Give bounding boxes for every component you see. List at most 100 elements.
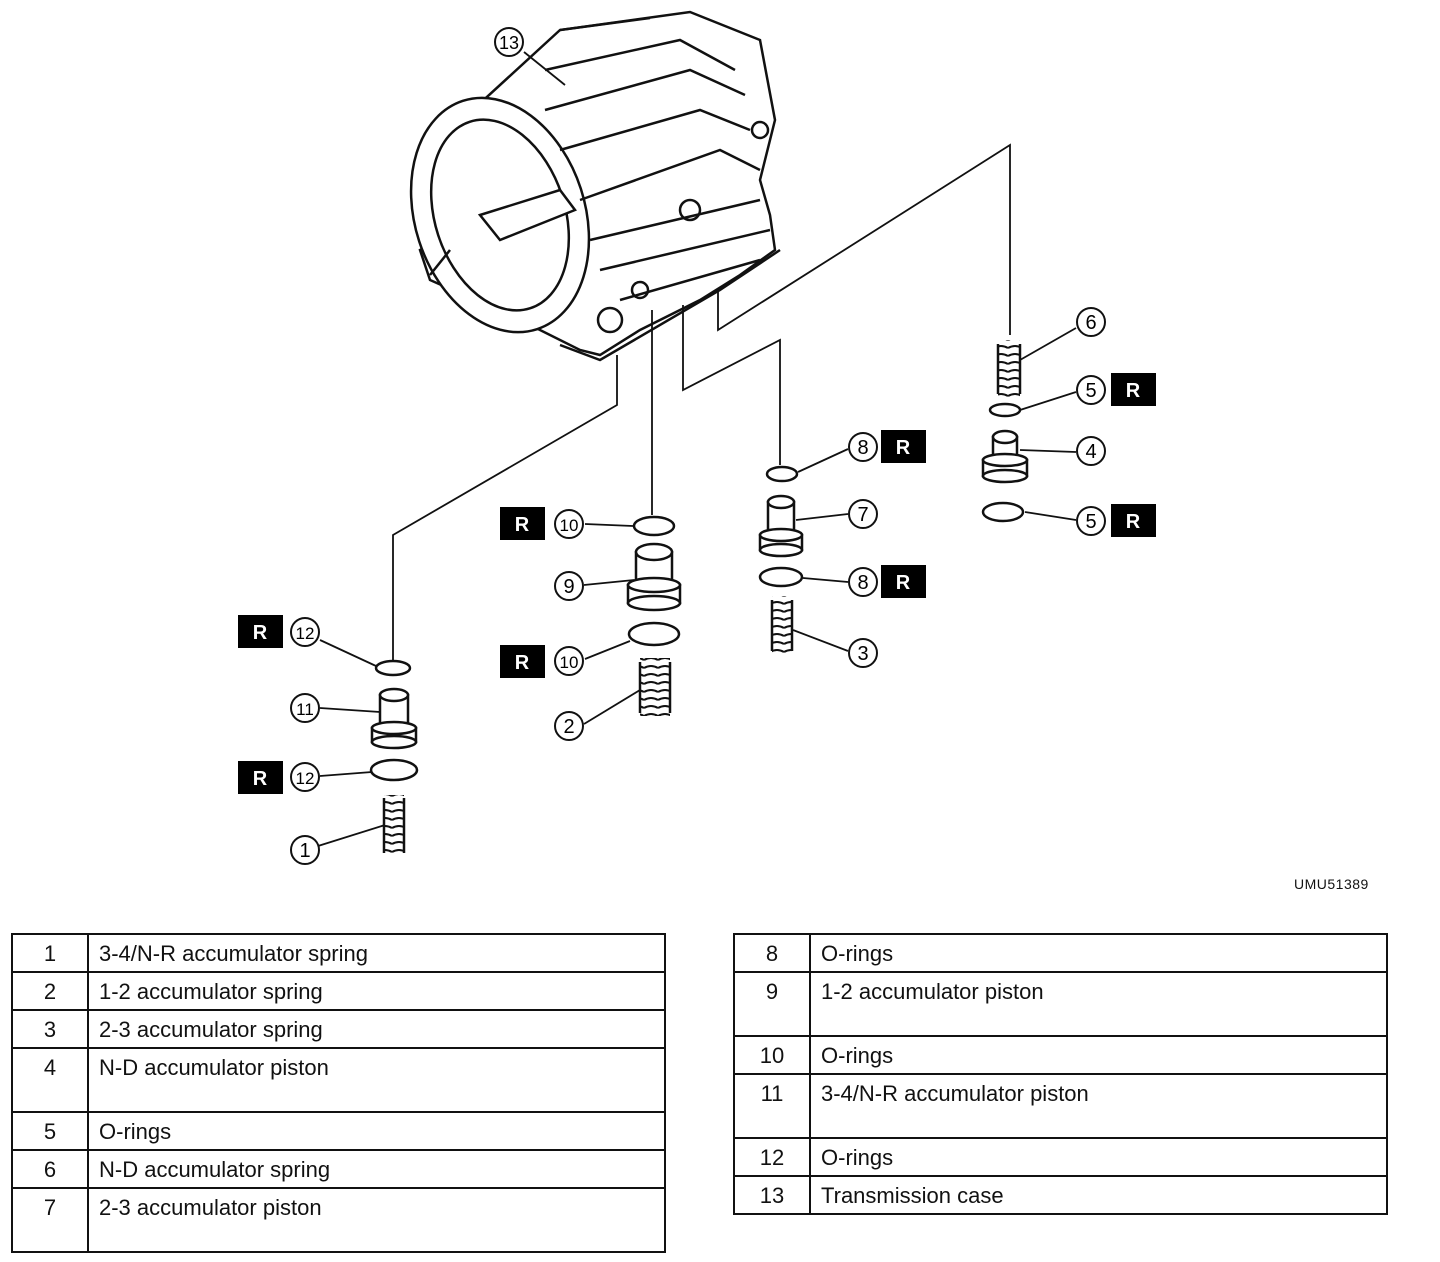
callout-10-bottom: 10: [554, 646, 584, 676]
r-badge-8-bottom: R: [881, 565, 926, 598]
svg-text:8: 8: [857, 572, 868, 594]
svg-text:5: 5: [1085, 511, 1096, 533]
legend-desc: 1-2 accumulator piston: [809, 971, 1388, 1037]
callout-8-top: 8: [848, 432, 878, 462]
r-badge-10-bottom: R: [500, 645, 545, 678]
legend-num: 10: [733, 1035, 811, 1075]
svg-text:8: 8: [857, 437, 868, 459]
component-n-d: [981, 340, 1029, 523]
svg-text:11: 11: [296, 700, 314, 719]
o-ring-12-bottom: [369, 758, 419, 782]
svg-text:R: R: [896, 572, 911, 594]
legend-desc: N-D accumulator piston: [87, 1047, 666, 1113]
component-1-2: [626, 515, 682, 716]
r-badge-8-top: R: [881, 430, 926, 463]
callout-9: 9: [554, 571, 584, 601]
svg-text:2: 2: [563, 716, 574, 738]
svg-text:R: R: [253, 622, 268, 644]
legend-num: 1: [11, 933, 89, 973]
piston-9: [626, 542, 682, 612]
svg-text:R: R: [253, 768, 268, 790]
o-ring-8-bottom: [758, 566, 804, 588]
legend-num: 7: [11, 1187, 89, 1253]
r-badge-5-top: R: [1111, 373, 1156, 406]
callout-5-top: 5: [1076, 375, 1106, 405]
transmission-case: [409, 10, 781, 362]
r-badge-10-top: R: [500, 507, 545, 540]
legend-num: 3: [11, 1009, 89, 1049]
legend-desc: O-rings: [87, 1111, 666, 1151]
leader-lines: [392, 143, 1011, 660]
r-badge-5-bottom: R: [1111, 504, 1156, 537]
svg-text:R: R: [1126, 511, 1141, 533]
legend-desc: 2-3 accumulator spring: [87, 1009, 666, 1049]
callout-2: 2: [554, 711, 584, 741]
component-3-4-nr: [369, 659, 419, 855]
spring-3: [770, 596, 794, 654]
callout-leaders: [317, 51, 1077, 847]
svg-text:13: 13: [499, 33, 519, 53]
callouts: 13 6 5 4 5 8 7 8 3 10 9 10 2 12 11 12 1: [290, 27, 1106, 865]
svg-text:3: 3: [857, 643, 868, 665]
svg-text:R: R: [515, 652, 530, 674]
o-ring-8-top: [765, 465, 799, 483]
legend-num: 4: [11, 1047, 89, 1113]
svg-text:R: R: [896, 437, 911, 459]
svg-text:5: 5: [1085, 380, 1096, 402]
svg-text:7: 7: [857, 504, 868, 526]
o-ring-5-top: [988, 402, 1022, 418]
svg-text:R: R: [1126, 380, 1141, 402]
callout-3: 3: [848, 638, 878, 668]
legend-num: 6: [11, 1149, 89, 1189]
piston-7: [758, 494, 804, 558]
svg-text:12: 12: [296, 769, 315, 788]
legend-num: 8: [733, 933, 811, 973]
legend-desc: 3-4/N-R accumulator piston: [809, 1073, 1388, 1139]
callout-1: 1: [290, 835, 320, 865]
svg-text:12: 12: [296, 624, 315, 643]
r-badge-12-top: R: [238, 615, 283, 648]
svg-text:9: 9: [563, 576, 574, 598]
svg-text:1: 1: [299, 840, 310, 862]
callout-12-top: 12: [290, 617, 320, 647]
callout-10-top: 10: [554, 509, 584, 539]
spring-6: [996, 340, 1022, 398]
svg-text:R: R: [515, 514, 530, 536]
legend-num: 12: [733, 1137, 811, 1177]
legend-num: 13: [733, 1175, 811, 1215]
svg-text:4: 4: [1085, 441, 1096, 463]
piston-4: [981, 429, 1029, 484]
exploded-view-diagram: 13 6 5 4 5 8 7 8 3 10 9 10 2 12 11 12 1 …: [238, 10, 1156, 865]
legend-num: 2: [11, 971, 89, 1011]
o-ring-10-top: [632, 515, 676, 537]
o-ring-12-top: [374, 659, 412, 677]
legend-desc: O-rings: [809, 1137, 1388, 1177]
legend-desc: Transmission case: [809, 1175, 1388, 1215]
callout-13: 13: [494, 27, 524, 57]
legend-desc: O-rings: [809, 933, 1388, 973]
legend-desc: 3-4/N-R accumulator spring: [87, 933, 666, 973]
callout-4: 4: [1076, 436, 1106, 466]
spring-2: [638, 658, 672, 716]
legend-desc: O-rings: [809, 1035, 1388, 1075]
part-code: UMU51389: [1294, 876, 1369, 892]
callout-12-bottom: 12: [290, 762, 320, 792]
piston-11: [370, 687, 418, 750]
legend-num: 11: [733, 1073, 811, 1139]
callout-11: 11: [290, 693, 320, 723]
